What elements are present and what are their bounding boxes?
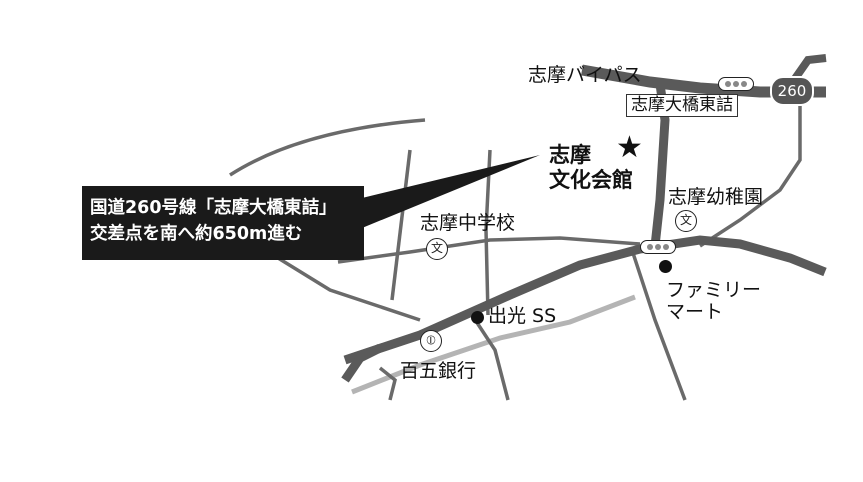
minor-road (264, 248, 421, 322)
bank-icon: ⦶ (420, 330, 442, 352)
destination-line-2: 文化会館 (549, 168, 633, 193)
middle-school-label: 志摩中学校 (420, 212, 516, 234)
callout-line-1: 国道260号線「志摩大橋東詰」 (90, 198, 337, 218)
family-mart-dot-icon (659, 260, 672, 273)
idemitsu-dot-icon (471, 311, 484, 324)
bank-label: 百五銀行 (400, 360, 477, 382)
minor-road (229, 118, 426, 177)
school-icon: 文 (675, 210, 697, 232)
star-icon: ★ (616, 130, 643, 165)
minor-road (337, 236, 641, 264)
main-road (341, 343, 383, 383)
minor-road (484, 149, 492, 316)
minor-road (630, 249, 687, 401)
idemitsu-label: 出光 SS (488, 305, 557, 327)
callout-line-2: 交差点を南へ約650m進む (90, 224, 303, 245)
minor-road (378, 366, 397, 401)
minor-road-light (351, 294, 636, 395)
minor-road (699, 90, 802, 248)
directions-callout: 国道260号線「志摩大橋東詰」 交差点を南へ約650m進む (82, 186, 364, 260)
kindergarten-label: 志摩幼稚園 (668, 186, 764, 208)
callout-pointer (362, 155, 540, 228)
bypass-label: 志摩バイパス (528, 64, 642, 86)
minor-road (468, 311, 510, 401)
minor-road (390, 149, 412, 301)
family-mart-label: ファミリー マート (666, 279, 762, 323)
destination-label: 志摩 文化会館 (549, 143, 633, 193)
intersection-label: 志摩大橋東詰 (626, 94, 738, 117)
school-icon: 文 (426, 238, 448, 260)
destination-line-1: 志摩 (549, 143, 591, 167)
traffic-signal-icon (640, 240, 676, 254)
route-260-badge: 260 (770, 76, 814, 106)
traffic-signal-icon (718, 77, 754, 91)
